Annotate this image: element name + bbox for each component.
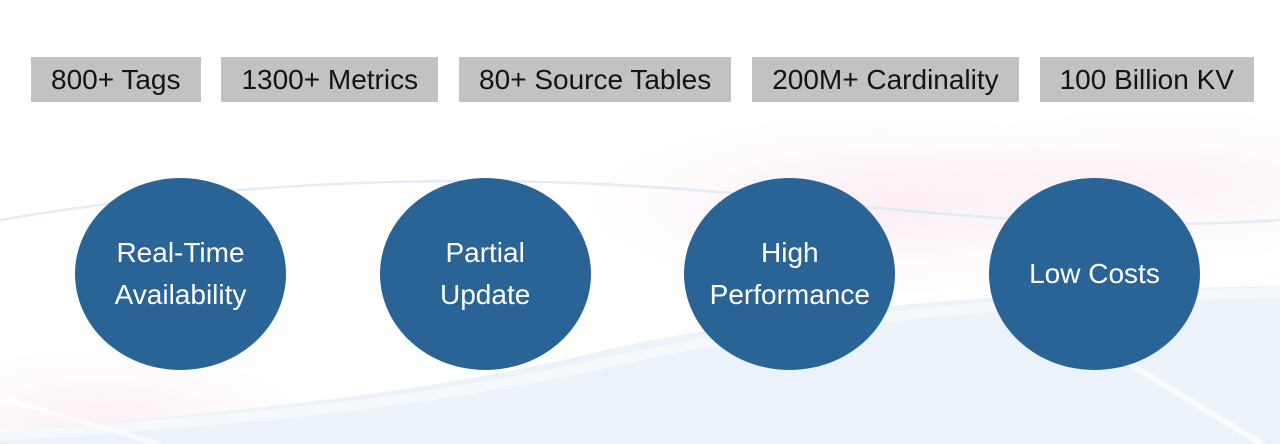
feature-label-line2: Update: [440, 279, 531, 310]
feature-label: Partial Update: [440, 232, 530, 316]
feature-label-line2: Performance: [709, 279, 870, 310]
stat-badge-tags: 800+ Tags: [31, 57, 201, 102]
stat-badge-cardinality: 200M+ Cardinality: [752, 57, 1019, 102]
feature-label: High Performance: [710, 232, 870, 316]
stats-row: 800+ Tags 1300+ Metrics 80+ Source Table…: [0, 57, 1280, 102]
white-streak-left: [0, 395, 163, 444]
feature-label-line1: Partial: [445, 237, 525, 268]
stat-badge-metrics: 1300+ Metrics: [221, 57, 439, 102]
feature-label-line2: Availability: [114, 279, 247, 310]
feature-label-line1: Real-Time: [116, 237, 245, 268]
feature-circle-low-costs: Low Costs: [988, 178, 1200, 370]
feature-circle-high-performance: High Performance: [684, 178, 896, 370]
feature-circle-real-time-availability: Real-Time Availability: [75, 178, 286, 370]
feature-label-line1: Low Costs: [1029, 258, 1160, 289]
feature-label-line1: High: [761, 237, 819, 268]
feature-label: Real-Time Availability: [115, 232, 247, 316]
feature-circle-partial-update: Partial Update: [379, 178, 591, 370]
stat-badge-kv: 100 Billion KV: [1039, 57, 1254, 102]
feature-label: Low Costs: [1029, 253, 1160, 295]
features-row: Real-Time Availability Partial Update Hi…: [0, 178, 1280, 370]
stat-badge-source-tables: 80+ Source Tables: [459, 57, 732, 102]
